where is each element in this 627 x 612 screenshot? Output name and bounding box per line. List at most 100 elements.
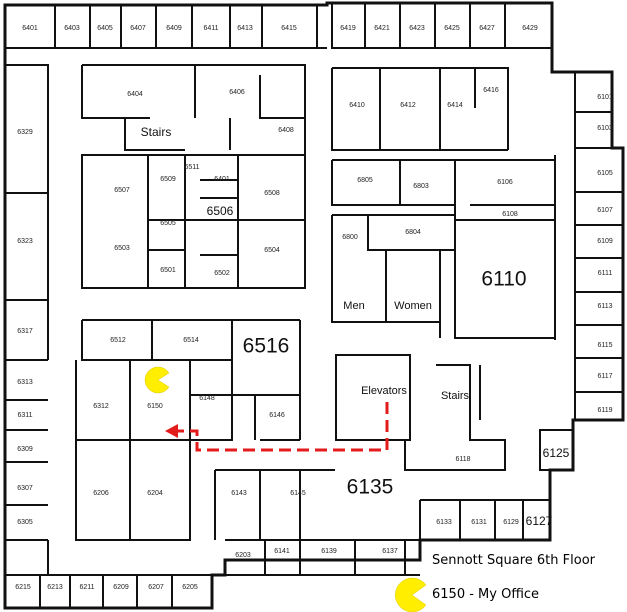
room-6429: 6429 (522, 25, 538, 32)
route-arrowhead (165, 424, 178, 438)
room-6312: 6312 (93, 403, 109, 410)
route-line (177, 402, 389, 452)
room-6505: 6505 (160, 220, 176, 227)
room-6415: 6415 (281, 25, 297, 32)
room-6131: 6131 (471, 519, 487, 526)
stairs-label: Stairs (441, 390, 470, 402)
room-6203: 6203 (235, 552, 251, 559)
room-6148: 6148 (199, 395, 215, 402)
room-6204: 6204 (147, 490, 163, 497)
room-6101: 6101 (597, 94, 613, 101)
room-6512: 6512 (110, 337, 126, 344)
room-6213: 6213 (47, 584, 63, 591)
room-6408: 6408 (278, 127, 294, 134)
room-6305: 6305 (17, 519, 33, 526)
room-6105: 6105 (597, 170, 613, 177)
room-6139: 6139 (321, 548, 337, 555)
room-6409: 6409 (166, 25, 182, 32)
room-6507: 6507 (114, 187, 130, 194)
room-6405: 6405 (97, 25, 113, 32)
room-6118: 6118 (455, 456, 470, 463)
room-6404: 6404 (127, 91, 143, 98)
room-6508: 6508 (264, 190, 280, 197)
room-6107: 6107 (597, 207, 613, 214)
room-6516: 6516 (243, 335, 290, 358)
room-6110: 6110 (481, 268, 526, 291)
room-6401: 6401 (22, 25, 38, 32)
stairs-top: Stairs (141, 125, 172, 139)
room-6206: 6206 (93, 490, 109, 497)
room-6109: 6109 (597, 238, 613, 245)
room-6113: 6113 (597, 303, 612, 310)
room-6403: 6403 (64, 25, 80, 32)
room-6421: 6421 (374, 25, 390, 32)
room-6119: 6119 (597, 407, 612, 414)
room-6146: 6146 (269, 412, 285, 419)
room-6135: 6135 (347, 476, 394, 499)
room-6127: 6127 (526, 514, 553, 528)
room-6425: 6425 (444, 25, 460, 32)
room-6401-inner: 6401 (214, 176, 230, 183)
room-6501: 6501 (160, 267, 176, 274)
room-6205: 6205 (182, 584, 198, 591)
room-men: Men (343, 300, 364, 312)
room-6311: 6311 (17, 412, 32, 419)
room-6137: 6137 (382, 548, 398, 555)
room-6209: 6209 (113, 584, 129, 591)
room-6207: 6207 (148, 584, 164, 591)
legend-pacman-icon (395, 577, 427, 612)
room-6412: 6412 (400, 102, 416, 109)
room-6215: 6215 (15, 584, 31, 591)
room-6103: 6103 (597, 125, 613, 132)
room-6329: 6329 (17, 129, 33, 136)
room-6106: 6106 (497, 179, 513, 186)
walls (3, 1, 625, 610)
room-6410: 6410 (349, 102, 365, 109)
room-6143: 6143 (231, 490, 247, 497)
room-labels: 6401 6403 6405 6407 6409 6411 6413 6415 … (15, 25, 613, 591)
room-6514: 6514 (183, 337, 199, 344)
room-6411: 6411 (203, 25, 218, 32)
room-6504: 6504 (264, 247, 280, 254)
room-6309: 6309 (17, 446, 33, 453)
room-6108: 6108 (502, 211, 518, 218)
room-6117: 6117 (597, 373, 612, 380)
room-6427: 6427 (479, 25, 495, 32)
room-6150: 6150 (147, 403, 163, 410)
room-6317: 6317 (17, 328, 33, 335)
room-6419: 6419 (340, 25, 356, 32)
room-6502: 6502 (214, 270, 230, 277)
legend-office-label: 6150 - My Office (432, 587, 540, 602)
room-6129: 6129 (503, 519, 519, 526)
room-6503: 6503 (114, 245, 130, 252)
room-6414: 6414 (447, 102, 463, 109)
room-6211: 6211 (79, 584, 94, 591)
room-6141: 6141 (274, 548, 290, 555)
room-6111: 6111 (598, 270, 613, 277)
route-path (165, 402, 389, 452)
room-6313: 6313 (17, 379, 33, 386)
room-6509: 6509 (160, 176, 176, 183)
room-6800: 6800 (342, 234, 358, 241)
room-women: Women (394, 300, 432, 312)
room-6805: 6805 (357, 177, 373, 184)
room-6416: 6416 (483, 87, 499, 94)
room-6804: 6804 (405, 229, 421, 236)
room-6413: 6413 (237, 25, 253, 32)
room-6407: 6407 (130, 25, 146, 32)
room-6423: 6423 (409, 25, 425, 32)
elevators-label: Elevators (361, 385, 407, 397)
room-6506: 6506 (207, 204, 234, 218)
room-6115: 6115 (597, 342, 612, 349)
room-6125: 6125 (543, 446, 570, 460)
room-6803: 6803 (413, 183, 429, 190)
legend-title: Sennott Square 6th Floor (432, 553, 595, 568)
room-6133: 6133 (436, 519, 452, 526)
room-6511: 6511 (184, 164, 199, 171)
room-6145: 6145 (290, 490, 306, 497)
pacman-marker-icon (144, 366, 170, 394)
room-6307: 6307 (17, 485, 33, 492)
room-6323: 6323 (17, 238, 33, 245)
room-6406: 6406 (229, 89, 245, 96)
